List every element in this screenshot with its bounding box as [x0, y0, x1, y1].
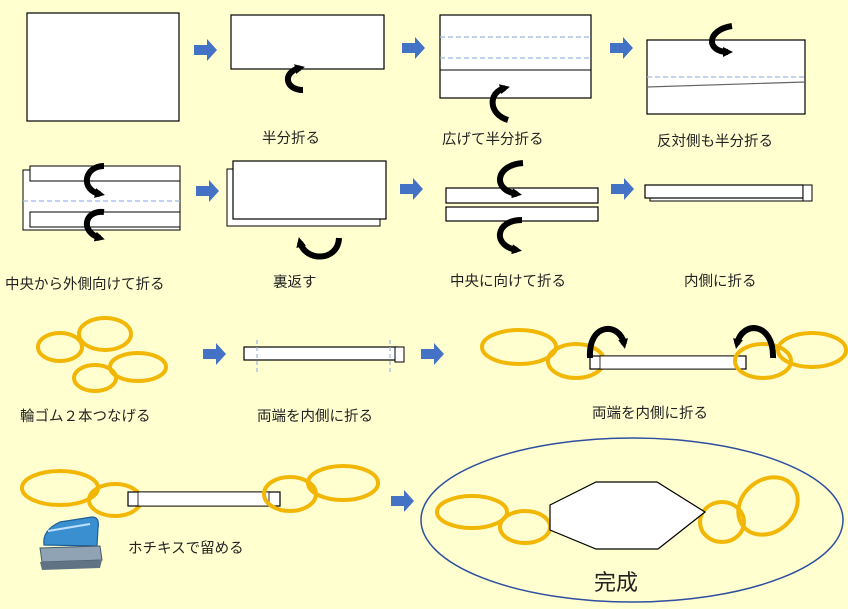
rubber-bands-completed-right: [698, 475, 800, 544]
curved-fold-arrow-icon: [496, 217, 523, 255]
curved-fold-arrow-icon: [83, 163, 105, 198]
step-label-fold-outward: 中央から外側向けて折る: [5, 277, 165, 293]
rubber-bands-chain-left: [480, 328, 606, 380]
right-arrow-icon: [421, 343, 444, 365]
curved-fold-arrow-icon: [586, 326, 629, 359]
curved-fold-arrow-icon: [489, 84, 510, 123]
step-label-complete: 完成: [594, 571, 639, 596]
curved-fold-arrow-icon: [709, 23, 733, 57]
paper-flipped: [232, 160, 387, 220]
rubber-bands-pair: [36, 316, 168, 393]
completed-hexagon: [549, 481, 707, 550]
curved-fold-arrow-icon: [733, 325, 777, 359]
completed-outline: [420, 437, 844, 603]
right-arrow-icon: [391, 490, 414, 512]
step-label-fold-to-center: 中央に向けて折る: [450, 274, 566, 290]
right-arrow-icon: [402, 37, 425, 59]
curved-fold-arrow-icon: [285, 64, 305, 93]
right-arrow-icon: [194, 39, 217, 61]
right-arrow-icon: [203, 343, 226, 365]
curved-fold-arrow-icon: [296, 237, 342, 260]
paper-strip: [243, 346, 399, 361]
paper-unfolded: [439, 14, 592, 99]
step-label-flip: 裏返す: [273, 275, 317, 291]
rubber-bands-stapled-right: [262, 464, 380, 513]
right-arrow-icon: [611, 178, 634, 200]
step-label-fold-inward: 内側に折る: [684, 274, 757, 290]
step-label-fold-other-half: 反対側も半分折る: [657, 134, 773, 150]
step-label-staple: ホチキスで留める: [128, 541, 244, 557]
curved-fold-arrow-icon: [497, 160, 524, 199]
right-arrow-icon: [610, 37, 633, 59]
step-label-fold-half: 半分折る: [262, 131, 320, 147]
step-label-unfold-fold-half: 広げて半分折る: [442, 132, 544, 148]
step-label-fold-ends-1: 両端を内側に折る: [257, 409, 373, 425]
paper-outer-fold-bottom: [29, 211, 181, 228]
stapler-icon: [39, 516, 103, 570]
rubber-bands-stapled-left: [20, 469, 143, 518]
paper-half: [230, 14, 385, 70]
paper-center-fold-top: [445, 187, 599, 204]
step-label-fold-ends-2: 両端を内側に折る: [592, 406, 708, 422]
right-arrow-icon: [400, 178, 423, 200]
right-arrow-icon: [196, 180, 219, 202]
paper-square: [26, 12, 180, 122]
paper-inner-fold: [644, 184, 804, 199]
rubber-bands-completed-left: [435, 494, 552, 545]
rubber-bands-chain-right: [733, 331, 848, 380]
step-label-connect-bands: 輪ゴム２本つなげる: [20, 409, 151, 425]
paper-outer-fold-top: [29, 165, 181, 182]
curved-fold-arrow-icon: [84, 208, 105, 242]
